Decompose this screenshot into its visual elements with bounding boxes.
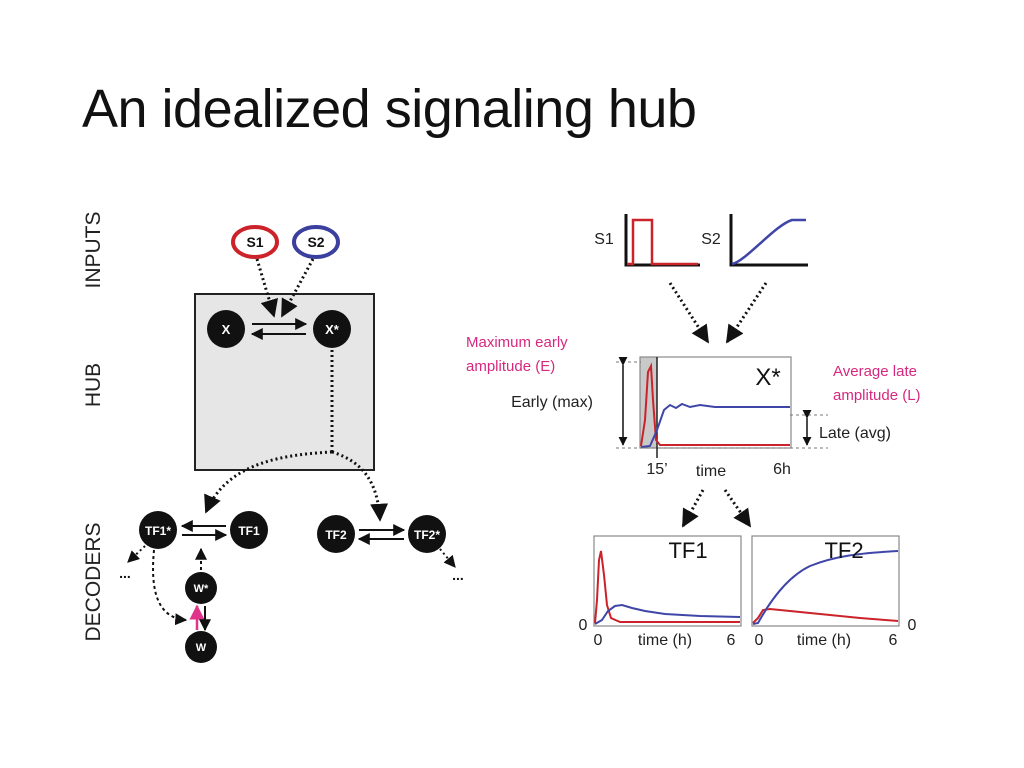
xstar-blue-series <box>640 402 790 448</box>
tf1-blue-series <box>594 603 741 625</box>
tf1-x-label: time (h) <box>638 632 692 649</box>
tf2-star-node: TF2* <box>408 515 446 553</box>
x-star-node: X* <box>313 310 351 348</box>
xstar-tick-start: 15’ <box>646 461 667 478</box>
tf1-plot-label: TF1 <box>668 538 707 563</box>
s2-to-xstar-arrow <box>725 282 768 344</box>
x-node-label: X <box>222 322 231 337</box>
xstar-to-tf2-arrow <box>723 489 752 528</box>
tf2-x-label: time (h) <box>797 632 851 649</box>
w-star-node: W* <box>185 572 217 604</box>
xstar-red-series <box>640 362 790 447</box>
tf1-star-node-label: TF1* <box>145 524 171 538</box>
tf1-ellipsis: ... <box>119 565 131 581</box>
tf1-y-zero: 0 <box>579 617 588 634</box>
tf2-node-label: TF2 <box>325 528 347 542</box>
tf2-ellipsis: ... <box>452 567 464 583</box>
tf1-node-label: TF1 <box>238 524 260 538</box>
w-node: W <box>185 631 217 663</box>
xstar-plot-frame <box>639 356 792 449</box>
tf2-plot-label: TF2 <box>824 538 863 563</box>
s1-plot-axes <box>624 214 700 267</box>
tf1-node: TF1 <box>230 511 268 549</box>
tf2-x-start: 0 <box>755 632 764 649</box>
s2-plot-label: S2 <box>701 231 721 248</box>
x-node: X <box>207 310 245 348</box>
tf1-x-start: 0 <box>594 632 603 649</box>
s2-plot-axes <box>729 214 808 267</box>
tf1-star-node: TF1* <box>139 511 177 549</box>
s1-pulse-series <box>627 218 698 266</box>
tf2-node: TF2 <box>317 515 355 553</box>
tf2-star-node-label: TF2* <box>414 528 440 542</box>
tf1-red-series <box>594 550 740 624</box>
x-star-node-label: X* <box>325 322 340 337</box>
s1-plot-label: S1 <box>594 231 614 248</box>
max-early-annotation: Maximum early amplitude (E) <box>466 331 568 379</box>
tf2-blue-series <box>752 550 899 625</box>
tf2-red-series <box>752 607 899 624</box>
max-early-line-1: Maximum early <box>466 334 568 351</box>
left-network-diagram: INPUTS HUB DECODERS S1 S2 X X* <box>82 211 464 663</box>
tf1-x-end: 6 <box>727 632 736 649</box>
avg-late-line-1: Average late <box>833 363 917 380</box>
s2-node: S2 <box>292 225 340 259</box>
xstar-x-label: time <box>696 463 726 480</box>
tf2-x-end: 6 <box>889 632 898 649</box>
inputs-label: INPUTS <box>82 211 105 288</box>
w-star-node-label: W* <box>194 583 209 595</box>
tf2-star-output-arrow <box>439 548 456 568</box>
right-time-course-diagram: S1 S2 X* Early (max) Late (avg) 15’ time… <box>511 214 917 649</box>
decoders-label: DECODERS <box>82 522 105 641</box>
s2-ramp-series <box>731 218 806 266</box>
early-max-label: Early (max) <box>511 394 593 411</box>
tf1-star-output-arrow <box>127 545 146 563</box>
tf2-y-zero: 0 <box>908 617 917 634</box>
tf2-plot-frame <box>751 535 900 627</box>
max-early-line-2: amplitude (E) <box>466 358 556 375</box>
hub-to-tf1-arrow <box>204 450 333 514</box>
s1-to-xstar-arrow <box>668 282 710 344</box>
s1-node: S1 <box>231 225 279 259</box>
xstar-tick-end: 6h <box>773 461 791 478</box>
tf1-star-to-w-arrow <box>152 549 188 626</box>
hub-label: HUB <box>82 363 105 407</box>
avg-late-annotation: Average late amplitude (L) <box>833 360 921 408</box>
s2-node-label: S2 <box>307 234 324 250</box>
tf1-plot-frame <box>593 535 742 627</box>
late-avg-label: Late (avg) <box>819 425 891 442</box>
avg-late-line-2: amplitude (L) <box>833 387 921 404</box>
slide-title: An idealized signaling hub <box>82 79 697 139</box>
s2-to-hub-arrow <box>280 258 315 318</box>
s1-node-label: S1 <box>246 234 263 250</box>
w-node-label: W <box>196 642 207 654</box>
xstar-plot-label: X* <box>755 364 780 391</box>
xstar-to-tf1-arrow <box>681 489 705 528</box>
